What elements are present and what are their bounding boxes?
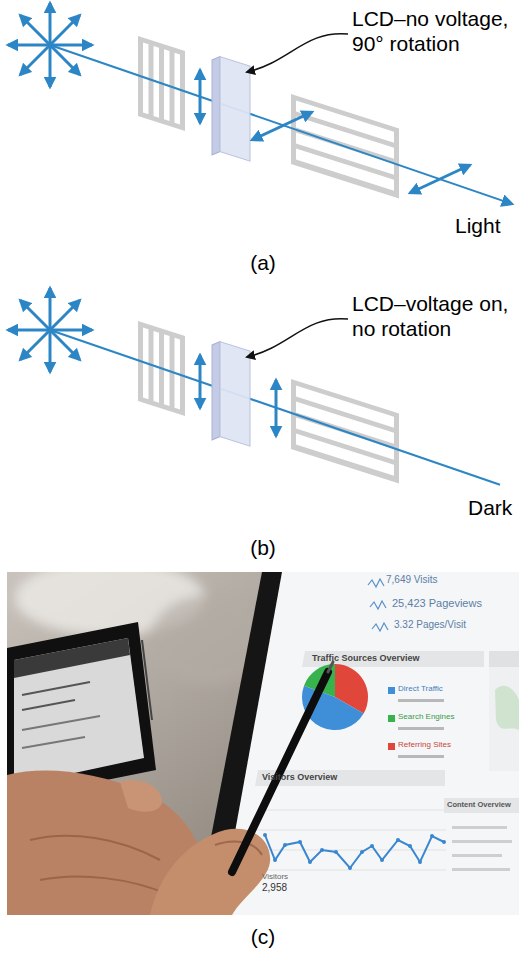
screen-legend-text: Referring Sites <box>398 740 451 750</box>
sparkline-icon <box>368 579 384 587</box>
finger <box>120 780 162 811</box>
chart-points <box>263 833 446 870</box>
screen-stat: 7,649 Visits <box>386 574 438 586</box>
chart-point <box>408 844 412 848</box>
chart-point <box>380 858 384 862</box>
panel-label: (b) <box>0 535 526 560</box>
blurred-text <box>398 727 444 730</box>
chart-point <box>320 848 324 852</box>
blurred-text <box>452 868 510 871</box>
horizontal-polarization-arrow <box>252 112 312 140</box>
hand-holding-stylus <box>150 829 270 915</box>
screen-text: Visitors <box>262 872 288 882</box>
chart-point <box>430 834 434 838</box>
phone-text-line <box>22 716 100 730</box>
phone-text-line <box>22 700 75 710</box>
panel-label: (a) <box>0 250 526 275</box>
panel-a-front <box>200 34 348 167</box>
chart-point <box>370 844 374 848</box>
output-label: Dark <box>468 495 512 520</box>
lcd-callout: LCD–voltage on, no rotation <box>352 291 524 341</box>
panel-b-front <box>200 319 348 452</box>
phone-text-line <box>22 682 90 695</box>
blurred-text <box>398 755 444 758</box>
panel-header-bar <box>255 770 445 786</box>
panel-header-bar <box>444 798 519 813</box>
panel-b-back <box>8 288 399 483</box>
chart-point <box>298 840 302 844</box>
stylus-tip <box>328 662 333 672</box>
panel-label: (c) <box>0 924 526 949</box>
light-beam <box>50 330 500 485</box>
chart-point <box>348 866 352 870</box>
screen-stat: 2,958 <box>262 882 287 894</box>
screen-heading: Traffic Sources Overview <box>312 653 420 664</box>
phone-edge <box>142 640 152 720</box>
sparkline-icon <box>372 623 388 631</box>
panel-a-back <box>8 3 399 198</box>
legend-square <box>388 687 395 694</box>
map-panel <box>489 651 519 771</box>
grid-line <box>258 810 446 811</box>
legend-square <box>388 715 395 722</box>
blurred-text <box>452 840 512 843</box>
output-label: Light <box>455 213 501 238</box>
chart-point <box>273 858 277 862</box>
screen-stat: 25,423 Pageviews <box>392 597 482 610</box>
light-beam <box>50 45 512 204</box>
finger-crease <box>30 836 160 860</box>
chart-point <box>418 860 422 864</box>
chart-point <box>308 860 312 864</box>
vertical-polarization-arrow <box>275 380 278 436</box>
screen-legend-text: Search Engines <box>398 712 454 722</box>
phone-text-line <box>22 737 85 748</box>
chart-point <box>360 850 364 854</box>
panel-header-bar <box>489 651 519 667</box>
screen-legend-text: Direct Traffic <box>398 684 443 694</box>
chart-point <box>396 838 400 842</box>
lcd-callout: LCD–no voltage, 90° rotation <box>352 6 524 56</box>
chart-point <box>283 843 287 847</box>
horizontal-polarization-arrow <box>410 165 470 193</box>
screen-heading: Visitors Overview <box>262 772 337 783</box>
finger-crease <box>40 876 170 895</box>
tablet-photo <box>7 572 519 915</box>
blurred-text <box>452 854 502 857</box>
phone-screen <box>14 638 144 786</box>
sparkline-icon <box>370 601 386 609</box>
screen-stat: 3.32 Pages/Visit <box>394 619 466 631</box>
phone-app-bar <box>14 638 130 678</box>
screen-heading: Content Overview <box>447 800 511 809</box>
chart-point <box>442 840 446 844</box>
legend-square <box>388 743 395 750</box>
blurred-text <box>398 699 444 702</box>
grid-line <box>256 830 446 831</box>
chart-point <box>334 850 338 854</box>
blurred-text <box>452 826 507 829</box>
visitor-line-chart <box>265 835 444 868</box>
map-shape <box>495 686 519 730</box>
chart-point <box>263 833 267 837</box>
